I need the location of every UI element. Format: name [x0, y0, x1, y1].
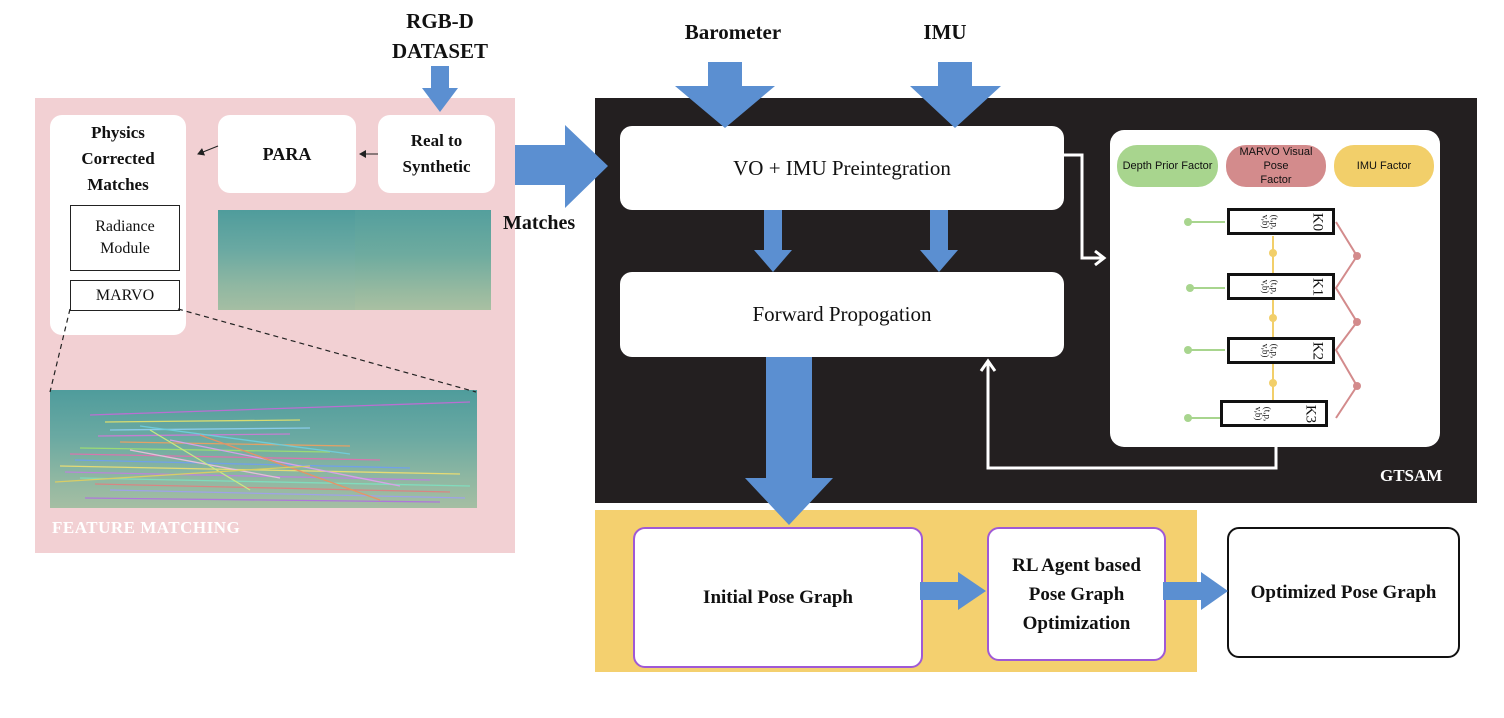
rl-line-3: Optimization [1022, 612, 1131, 634]
marvo-factor-dot [1353, 318, 1361, 326]
physics-line-2: Corrected [81, 149, 155, 168]
rl-line-2: Pose Graph [1028, 583, 1125, 605]
graph-to-fp-arrowhead [979, 358, 997, 372]
vo-to-fp-arrow-left [754, 210, 792, 272]
depth-factor-dot [1186, 284, 1194, 292]
fp-to-pose-graph-arrow [745, 357, 833, 525]
matches-label: Matches [503, 212, 576, 234]
rgbd-dataset-label: RGB-D DATASET [370, 6, 510, 66]
vo-to-graph-arrowhead [1094, 249, 1107, 267]
para-to-physics-arrow [197, 145, 219, 156]
forward-propagation-box: Forward Propogation [620, 272, 1064, 357]
imu-down-arrow [910, 62, 1001, 128]
marvo-box: MARVO [70, 280, 180, 311]
forward-propagation-label: Forward Propogation [752, 302, 932, 326]
initial-pose-graph-label: Initial Pose Graph [703, 586, 853, 608]
rl-agent-optimization-box: RL Agent based Pose Graph Optimization [987, 527, 1166, 661]
physics-line-1: Physics [91, 123, 145, 142]
radiance-module-box: Radiance Module [70, 205, 180, 271]
imu-factor-label: IMU Factor [1356, 160, 1412, 172]
keyframe-node-k1: (t,p,v,b) K1 [1227, 273, 1335, 300]
depth-prior-factor-pill: Depth Prior Factor [1117, 145, 1218, 187]
initial-pose-graph-box: Initial Pose Graph [633, 527, 923, 668]
real-to-synthetic-line-2: Synthetic [402, 157, 471, 176]
gtsam-label: GTSAM [1380, 466, 1443, 485]
zoom-dashed-line-left [49, 308, 71, 393]
marvo-label: MARVO [95, 286, 155, 304]
vo-imu-label: VO + IMU Preintegration [733, 155, 951, 180]
barometer-label: Barometer [684, 20, 782, 44]
optimized-pose-graph-box: Optimized Pose Graph [1227, 527, 1460, 658]
underwater-image-synthetic [355, 210, 491, 310]
marvo-factor-line-2: Factor [1260, 174, 1292, 186]
rl-line-1: RL Agent based [1012, 554, 1141, 576]
imu-factor-dot [1269, 249, 1277, 257]
zoom-dashed-line-right [177, 308, 477, 393]
physics-line-3: Matches [87, 175, 149, 194]
real-to-synthetic-line-1: Real to [410, 131, 463, 150]
rgbd-line-2: DATASET [391, 39, 489, 63]
physics-corrected-matches-title: Physics Corrected Matches [50, 120, 186, 198]
depth-factor-dot [1184, 414, 1192, 422]
para-label: PARA [262, 143, 312, 164]
vo-imu-preintegration-box: VO + IMU Preintegration [620, 126, 1064, 210]
marvo-factor-line-1: MARVO Visual Pose [1239, 146, 1313, 172]
imu-factor-dot [1269, 314, 1277, 322]
vo-to-graph-arrow [1064, 153, 1102, 260]
matches-right-arrow [515, 125, 608, 208]
keyframe-node-k2: (t,p,v,b) K2 [1227, 337, 1335, 364]
graph-to-fp-arrow [986, 362, 1278, 470]
real-to-synthetic-box: Real to Synthetic [378, 115, 495, 193]
imu-label: IMU [923, 20, 967, 44]
initial-to-rl-arrow [920, 572, 986, 610]
imu-factor-pill: IMU Factor [1334, 145, 1434, 187]
underwater-image-real [218, 210, 355, 310]
depth-factor-dot [1184, 218, 1192, 226]
rgbd-line-1: RGB-D [406, 9, 474, 33]
marvo-factor-dot [1353, 382, 1361, 390]
para-box: PARA [218, 115, 356, 193]
feature-matching-image [50, 390, 477, 508]
rl-to-optimized-arrow [1163, 572, 1228, 610]
depth-factor-dot [1184, 346, 1192, 354]
radiance-line-2: Module [100, 240, 150, 257]
keyframe-node-k3: (t,p,v,b) K3 [1220, 400, 1328, 427]
keyframe-node-k0: (t,p,v,b) K0 [1227, 208, 1335, 235]
radiance-line-1: Radiance [95, 218, 155, 235]
marvo-factor-dot [1353, 252, 1361, 260]
match-lines [54, 401, 471, 503]
optimized-pose-graph-label: Optimized Pose Graph [1250, 581, 1437, 603]
depth-prior-factor-label: Depth Prior Factor [1122, 160, 1213, 172]
marvo-visual-pose-factor-pill: MARVO Visual Pose Factor [1226, 145, 1326, 187]
rgbd-down-arrow [422, 66, 458, 112]
vo-to-fp-arrow-right [920, 210, 958, 272]
barometer-down-arrow [675, 62, 775, 128]
imu-factor-dot [1269, 379, 1277, 387]
feature-matching-label: FEATURE MATCHING [52, 518, 241, 537]
